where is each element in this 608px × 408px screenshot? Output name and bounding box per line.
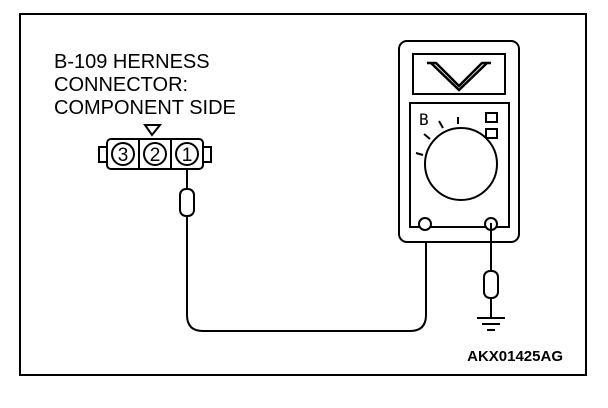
- ground-lead: [477, 223, 505, 331]
- caption-line-3: COMPONENT SIDE: [54, 97, 236, 119]
- multimeter-button: [485, 128, 498, 139]
- connector: 3 2 1: [98, 124, 212, 170]
- caption-line-1: B-109 HERNESS: [54, 51, 210, 73]
- dial-ticks: [415, 117, 459, 156]
- readout-glyph: B: [419, 110, 429, 129]
- test-lead: [179, 168, 427, 332]
- pin-label: 1: [182, 145, 193, 166]
- pin-circle: [111, 142, 135, 166]
- ground-symbol-icon: [477, 317, 505, 331]
- probe-tip: [179, 188, 195, 217]
- ground-probe-tip: [483, 270, 499, 299]
- figure-frame: [19, 13, 587, 376]
- figure-code: AKX01425AG: [467, 348, 563, 365]
- connector-lock-marker: [143, 124, 163, 137]
- rotary-dial: [424, 127, 498, 201]
- pin-circle: [143, 142, 167, 166]
- pin-circle: [175, 142, 199, 166]
- multimeter-button: [485, 112, 498, 123]
- pin-label: 2: [150, 145, 161, 166]
- pin-label: 3: [118, 145, 129, 166]
- caption-line-2: CONNECTOR:: [54, 74, 188, 96]
- lead-wire: [186, 216, 427, 332]
- multimeter: B: [398, 40, 520, 243]
- input-jack-v: [418, 217, 432, 231]
- voltage-mode-icon: [427, 61, 491, 92]
- multimeter-display: [412, 53, 506, 95]
